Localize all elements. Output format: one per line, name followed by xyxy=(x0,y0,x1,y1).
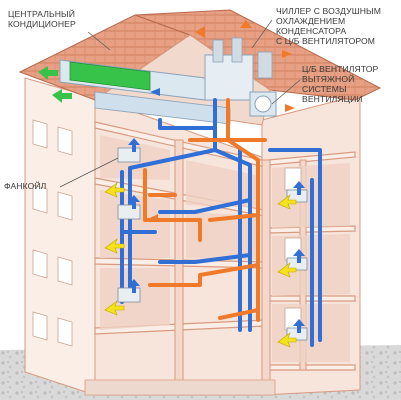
label-chiller-line4: С Ц/Б ВЕНТИЛЯТОРОМ xyxy=(276,36,376,46)
label-central-ac-line2: КОНДИЦИОНЕР xyxy=(8,19,76,29)
label-fancoil: ФАНКОЙЛ xyxy=(4,181,46,191)
label-chiller-line3: КОНДЕНСАТОРА xyxy=(276,26,347,36)
label-central-ac: ЦЕНТРАЛЬНЫЙ КОНДИЦИОНЕР xyxy=(8,9,76,29)
label-chiller-line1: ЧИЛЛЕР С ВОЗДУШНЫМ xyxy=(276,6,381,16)
chilled-water-pipes-blue xyxy=(120,98,322,347)
label-exhaust-fan-line1: Ц/Б ВЕНТИЛЯТОР xyxy=(302,64,379,74)
fresh-air-arrows-yellow xyxy=(104,182,297,348)
green-supply-duct xyxy=(69,61,151,91)
left-facade-windows xyxy=(32,119,73,347)
label-leader-lines xyxy=(59,19,301,188)
label-exhaust-fan-line4: ВЕНТИЛЯЦИИ xyxy=(302,94,363,104)
chiller-unit xyxy=(204,37,273,101)
supply-air-arrows-blue xyxy=(128,88,305,333)
exhaust-air-arrows-orange xyxy=(150,20,295,222)
label-exhaust-fan-line2: ВЫТЯЖНОЙ xyxy=(302,74,355,84)
foundation xyxy=(84,379,276,396)
return-water-pipes-orange xyxy=(143,98,267,322)
label-exhaust-fan-line3: СИСТЕМЫ xyxy=(302,84,347,94)
label-chiller: ЧИЛЛЕР С ВОЗДУШНЫМ ОХЛАЖДЕНИЕМ КОНДЕНСАТ… xyxy=(276,6,381,46)
fancoil-units xyxy=(117,147,308,341)
label-chiller-line2: ОХЛАЖДЕНИЕМ xyxy=(276,16,346,26)
label-central-ac-line1: ЦЕНТРАЛЬНЫЙ xyxy=(8,9,75,19)
exhaust-fan-unit xyxy=(249,91,277,117)
intake-arrows-green xyxy=(38,66,72,103)
label-exhaust-fan: Ц/Б ВЕНТИЛЯТОР ВЫТЯЖНОЙ СИСТЕМЫ ВЕНТИЛЯЦ… xyxy=(302,64,378,104)
label-fancoil-text: ФАНКОЙЛ xyxy=(4,181,47,191)
